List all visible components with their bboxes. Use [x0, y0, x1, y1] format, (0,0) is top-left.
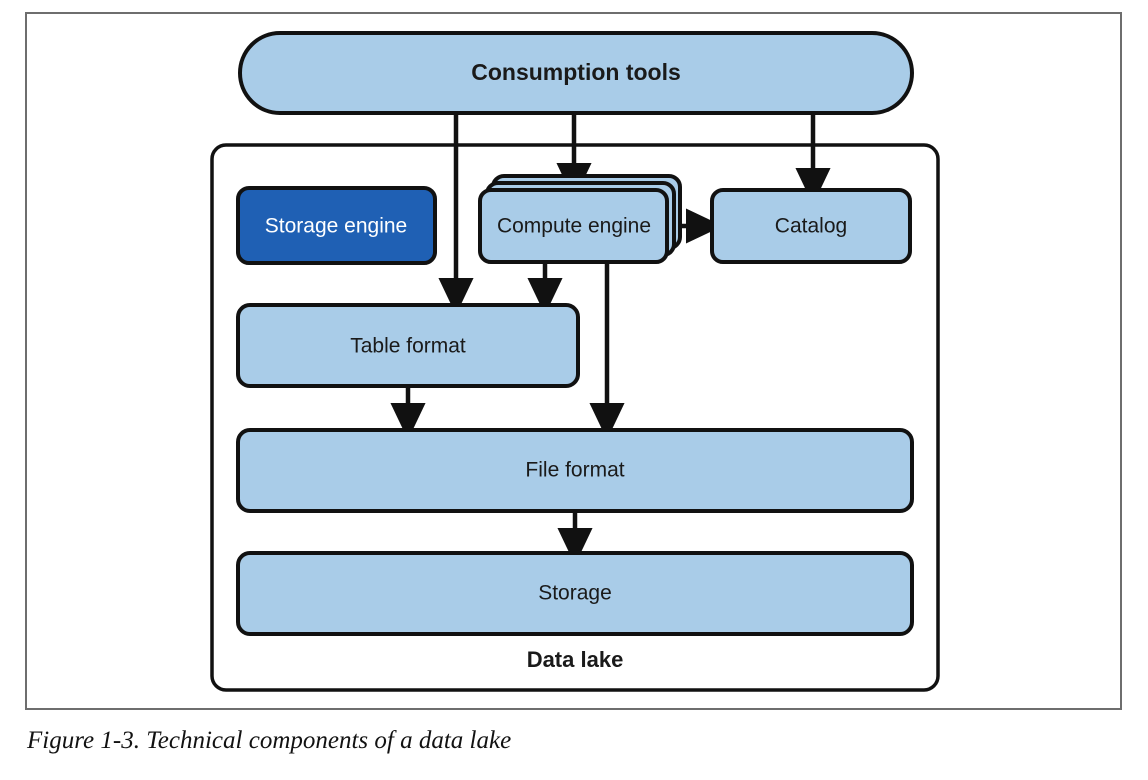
consumption-tools-node[interactable]: Consumption tools — [238, 31, 914, 115]
compute-engine-stack-layer-front — [478, 188, 669, 264]
file-format-node[interactable]: File format — [236, 428, 914, 513]
storage-label: Storage — [538, 582, 612, 605]
storage-engine-node[interactable]: Storage engine — [236, 186, 437, 265]
storage-node[interactable]: Storage — [236, 551, 914, 636]
table-format-label: Table format — [350, 335, 466, 358]
connector-layer — [390, 113, 831, 565]
data-lake-label: Data lake — [527, 647, 624, 672]
storage-engine-label: Storage engine — [265, 215, 407, 238]
compute-engine-node[interactable]: Compute engine — [478, 174, 682, 264]
catalog-node[interactable]: Catalog — [710, 188, 912, 264]
file-format-label: File format — [525, 459, 624, 482]
compute-engine-label: Compute engine — [497, 215, 651, 238]
consumption-tools-label: Consumption tools — [471, 59, 681, 85]
data-lake-architecture-diagram: Data lake Consumption tools Storage engi… — [210, 31, 940, 692]
figure-caption: Figure 1-3. Technical components of a da… — [27, 727, 512, 754]
table-format-node[interactable]: Table format — [236, 303, 580, 388]
catalog-label: Catalog — [775, 215, 847, 238]
